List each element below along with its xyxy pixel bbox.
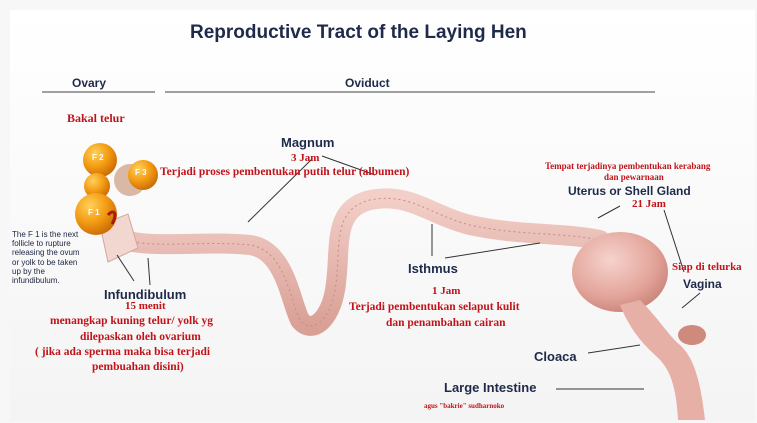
ovary-heading: Ovary: [72, 77, 106, 90]
vagina-shape: [620, 300, 705, 420]
page-title: Reproductive Tract of the Laying Hen: [190, 23, 527, 43]
cloaca-shape: [678, 325, 706, 345]
large-intestine-label: Large Intestine: [444, 381, 536, 395]
siap-ditelurkan-label: Siap di telurka: [672, 262, 742, 274]
infundibulum-description-4: pembuahan disini): [92, 361, 184, 373]
isthmus-description-2: dan penambahan cairan: [386, 317, 506, 329]
follicle-f2-label: F 2: [92, 154, 104, 162]
vagina-label: Vagina: [683, 278, 722, 291]
infundibulum-description-3: ( jika ada sperma maka bisa terjadi: [35, 346, 210, 358]
uterus-description-2: dan pewarnaan: [604, 173, 664, 182]
uterus-label: Uterus or Shell Gland: [568, 185, 691, 198]
isthmus-time: 1 Jam: [432, 286, 460, 298]
bakal-telur-label: Bakal telur: [67, 112, 125, 125]
cloaca-label: Cloaca: [534, 350, 577, 364]
credit-label: agus "bakrie" sudharnoko: [424, 403, 504, 410]
infundibulum-time: 15 menit: [125, 301, 166, 313]
magnum-label: Magnum: [281, 136, 334, 150]
infundibulum-description-1: menangkap kuning telur/ yolk yg: [50, 315, 213, 327]
magnum-time: 3 Jam: [291, 153, 319, 165]
follicle-f3-label: F 3: [135, 169, 147, 177]
oviduct-heading: Oviduct: [345, 77, 390, 90]
isthmus-description-1: Terjadi pembentukan selaput kulit: [349, 301, 520, 313]
uterus-description-1: Tempat terjadinya pembentukan kerabang: [545, 162, 710, 171]
infundibulum-description-2: dilepaskan oleh ovarium: [80, 331, 201, 343]
uterus-shape: [572, 232, 668, 312]
follicle-f1-label: F 1: [88, 209, 100, 217]
isthmus-label: Isthmus: [408, 262, 458, 276]
uterus-time: 21 Jam: [632, 199, 666, 211]
f1-note: The F 1 is the next follicle to rupture …: [12, 230, 82, 285]
magnum-description: Terjadi proses pembentukan putih telur (…: [160, 166, 409, 178]
